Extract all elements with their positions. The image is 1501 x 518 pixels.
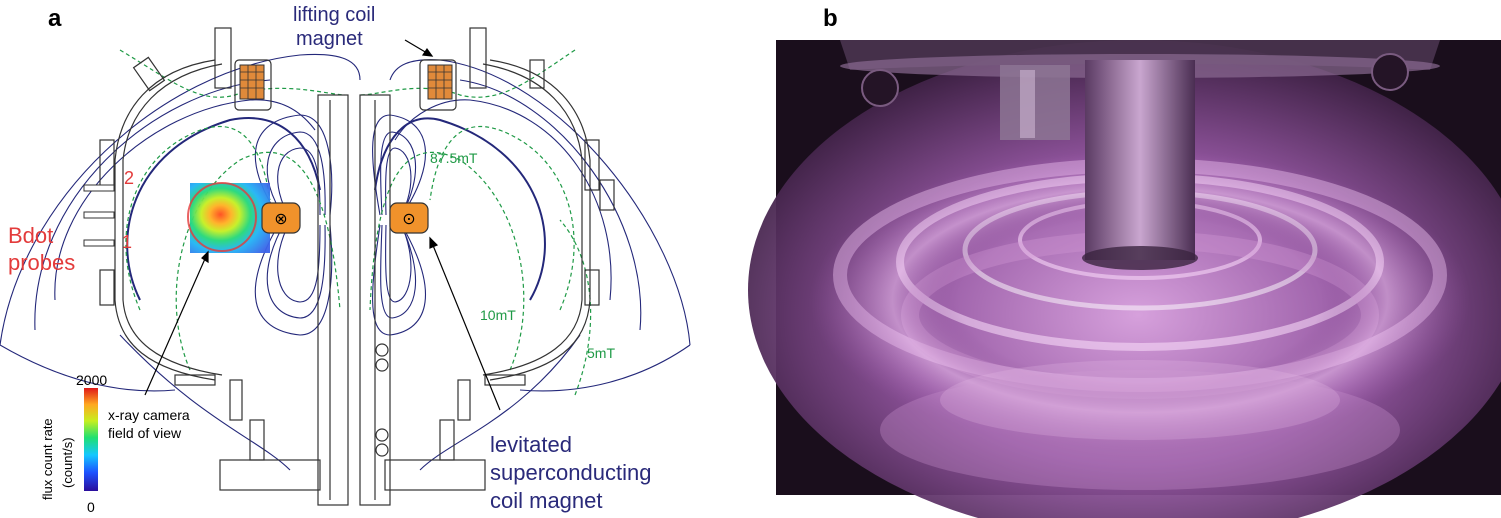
vacuum-chamber	[99, 27, 615, 506]
xray-label-line2: field of view	[108, 425, 182, 441]
annotation-arrows	[144, 39, 501, 411]
panel-b-letter: b	[823, 5, 838, 32]
lifting-coil-left	[239, 64, 265, 100]
current-out-of-page-icon: ⊙	[402, 211, 415, 228]
levitated-label-line2: superconducting	[490, 460, 651, 485]
levitated-label-line3: coil magnet	[490, 488, 603, 513]
panel-a: a	[0, 4, 691, 515]
bdot-probes	[83, 184, 115, 247]
probe-2-label: 2	[124, 168, 134, 188]
panel-a-letter: a	[48, 5, 62, 32]
field-87-label: 87.5mT	[430, 150, 478, 166]
colorbar-max-label: 2000	[76, 372, 107, 388]
field-lines	[0, 53, 691, 471]
lifting-coil-label-line2: magnet	[296, 28, 363, 50]
lifting-coil-label-line1: lifting coil	[293, 4, 375, 26]
field-10-label: 10mT	[480, 307, 516, 323]
probe-1-label: 1	[122, 232, 132, 252]
xray-label-line1: x-ray camera	[108, 407, 190, 423]
lifting-coil-right	[427, 64, 453, 100]
colorbar-title-line2: (count/s)	[60, 437, 75, 488]
bdot-label-line2: probes	[8, 250, 75, 275]
bdot-label-line1: Bdot	[8, 223, 53, 248]
plasma-photo	[748, 40, 1501, 518]
field-5-label: 5mT	[587, 345, 615, 361]
panel-b: b	[748, 5, 1501, 518]
levitated-label-line1: levitated	[490, 432, 572, 457]
levitated-coil-left: ⊗	[261, 202, 301, 234]
xray-image	[187, 182, 270, 253]
colorbar-min-label: 0	[87, 499, 95, 515]
levitated-coil-right: ⊙	[389, 202, 429, 234]
current-into-page-icon: ⊗	[274, 211, 287, 228]
colorbar: 2000 0 flux count rate (count/s)	[40, 372, 107, 515]
colorbar-title-line1: flux count rate	[40, 418, 55, 500]
